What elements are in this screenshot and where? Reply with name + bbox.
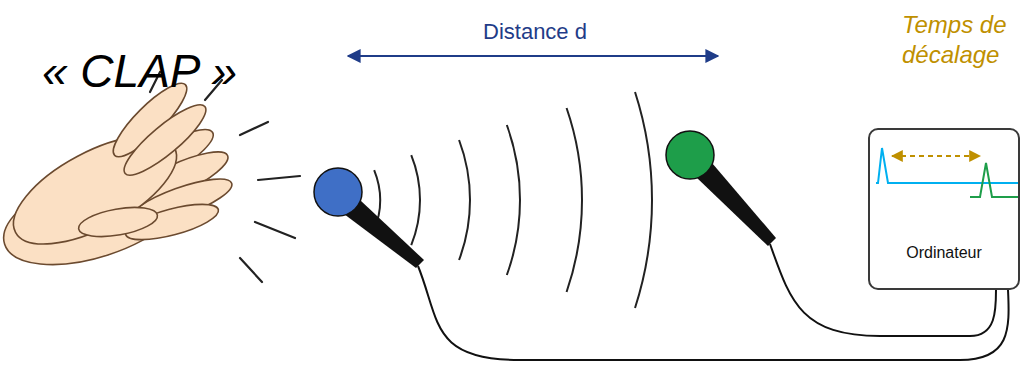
sound-wave bbox=[459, 140, 470, 260]
sound-waves bbox=[374, 92, 652, 308]
sound-wave bbox=[411, 155, 420, 245]
signal-plot bbox=[876, 148, 1018, 197]
sound-wave bbox=[567, 108, 582, 292]
sound-label: « CLAP » bbox=[42, 46, 237, 97]
computer-box: Temps de décalageOrdinateur bbox=[868, 128, 1020, 290]
microphone-blue bbox=[314, 168, 424, 268]
node-label: Ordinateur bbox=[906, 243, 982, 262]
distance-arrow bbox=[348, 55, 718, 57]
sound-wave bbox=[507, 125, 520, 275]
distance-label: Distance d bbox=[483, 20, 587, 44]
node-heading: Temps de décalage bbox=[902, 10, 1022, 70]
cables bbox=[418, 244, 1009, 360]
sound-wave bbox=[635, 92, 652, 308]
clap-strokes bbox=[150, 72, 300, 282]
microphone-green bbox=[666, 131, 776, 246]
clapping-hands bbox=[0, 75, 236, 285]
